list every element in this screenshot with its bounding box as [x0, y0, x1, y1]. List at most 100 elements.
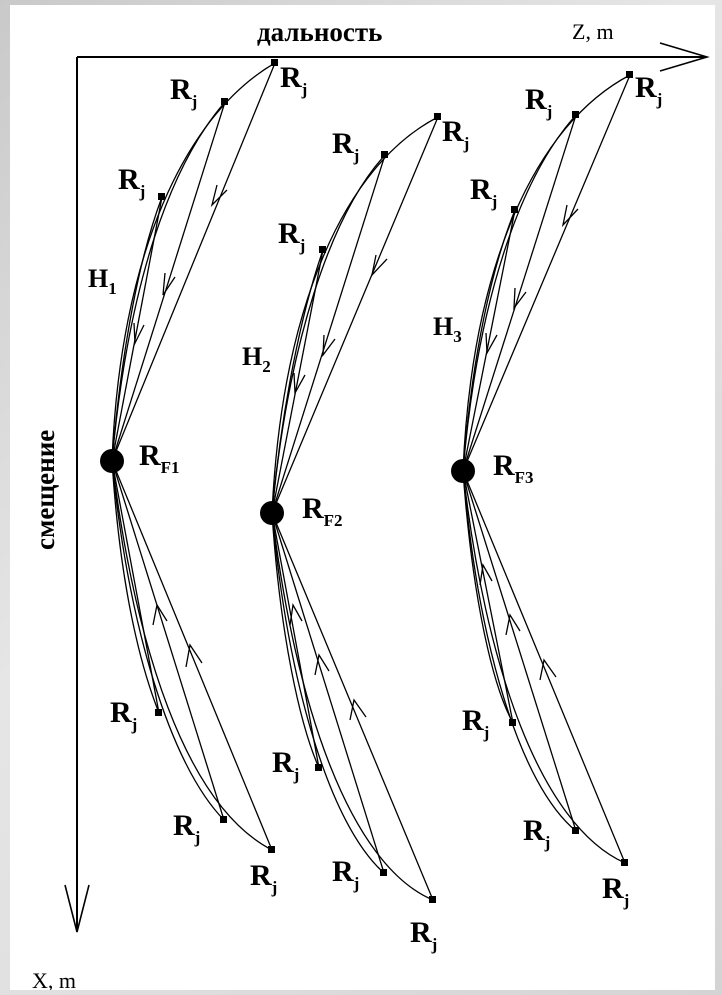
receiver-point [381, 151, 388, 158]
diagram-svg: дальность Z, m смещение X, m [30, 17, 710, 993]
receiver-label: Rj [525, 83, 552, 121]
ray-g3-upper-straight-1 [462, 74, 631, 472]
x-axis-unit: Z, m [572, 19, 614, 44]
ray-g1-lower-outer [111, 460, 273, 851]
ray-g3-upper-mid [462, 114, 577, 472]
ray-g2-upper-straight-3 [271, 249, 324, 514]
ray-g1-lower-straight-3 [111, 460, 160, 714]
ray-g1-lower-straight-2 [111, 460, 225, 821]
ray-group-2 [271, 116, 439, 901]
ray-g2-arrow-2 [322, 334, 336, 358]
receiver-labels: Rj Rj Rj Rj Rj Rj Rj Rj Rj Rj Rj Rj Rj R… [110, 61, 662, 954]
receiver-label: Rj [118, 163, 145, 201]
receiver-point [315, 764, 322, 771]
ray-g3-lower-outer [462, 470, 626, 864]
receiver-label: Rj [332, 127, 359, 165]
receiver-point [429, 896, 436, 903]
ray-group-3 [462, 74, 631, 864]
ray-g2-upper-inner [271, 249, 324, 514]
ray-group-1 [111, 62, 276, 851]
ray-g2-arrow-1 [370, 254, 388, 278]
focus-label-1: RF1 [139, 439, 180, 477]
ray-g3-arrow-5 [505, 613, 521, 636]
ray-g3-arrow-3 [485, 332, 498, 356]
ray-g2-lower-outer [271, 512, 434, 901]
ray-g3-arrow-4 [539, 658, 557, 681]
receiver-point [271, 59, 278, 66]
ray-g3-arrow-2 [513, 287, 527, 311]
focus-point-3 [451, 459, 475, 483]
ray-g1-lower-inner [111, 460, 160, 714]
ray-g2-upper-straight-2 [271, 154, 386, 514]
receiver-point [434, 113, 441, 120]
ray-g3-lower-straight-2 [462, 470, 577, 832]
receiver-label: Rj [110, 696, 137, 734]
focus-point-1 [100, 449, 124, 473]
ray-g3-upper-straight-3 [462, 209, 516, 472]
receiver-point [509, 719, 516, 726]
ray-g1-lower-straight-1 [111, 460, 273, 851]
ray-g1-arrow-4 [185, 643, 203, 668]
ray-g1-arrow-1 [210, 184, 228, 208]
receiver-point [380, 869, 387, 876]
vertical-axis-arrowhead [64, 884, 90, 933]
receiver-point [158, 193, 165, 200]
receiver-point [155, 709, 162, 716]
ray-g2-arrow-4 [349, 698, 367, 721]
focus-label-3: RF3 [493, 449, 534, 487]
receiver-point [319, 246, 326, 253]
receiver-point [220, 816, 227, 823]
ray-g3-lower-inner [462, 470, 514, 724]
ray-g3-lower-straight-1 [462, 470, 626, 864]
y-axis-title: смещение [30, 430, 60, 550]
ray-g3-upper-straight-2 [462, 114, 577, 472]
h-label-3: H3 [433, 312, 462, 346]
focus-labels: RF1 RF2 RF3 [139, 439, 534, 530]
diagram-canvas: дальность Z, m смещение X, m [10, 5, 715, 993]
receiver-label: Rj [462, 704, 489, 742]
receiver-label: Rj [272, 746, 299, 784]
x-axis-title: дальность [257, 17, 382, 47]
receiver-label: Rj [602, 872, 629, 910]
receiver-point [511, 206, 518, 213]
ray-g2-lower-straight-3 [271, 512, 320, 769]
ray-g2-lower-inner [271, 512, 320, 769]
receiver-label: Rj [173, 809, 200, 847]
ray-g3-arrow-6 [479, 563, 493, 586]
receiver-label: Rj [280, 61, 307, 99]
h-label-1: H1 [88, 264, 117, 298]
y-axis-unit: X, m [32, 968, 76, 990]
receiver-label: Rj [442, 115, 469, 153]
ray-g3-upper-inner [462, 209, 516, 472]
ray-g2-lower-straight-2 [271, 512, 385, 874]
receiver-point [621, 859, 628, 866]
receiver-label: Rj [410, 916, 437, 954]
ray-g2-upper-outer [271, 116, 439, 514]
ray-g2-arrow-6 [289, 603, 303, 626]
ray-g1-arrow-3 [133, 322, 145, 346]
h-label-2: H2 [242, 342, 271, 376]
h-labels: H1 H2 H3 [88, 264, 462, 376]
ray-g2-arrow-3 [293, 372, 306, 396]
receiver-point [221, 98, 228, 105]
axes: дальность Z, m смещение X, m [30, 17, 710, 993]
ray-g3-lower-mid [462, 470, 577, 832]
ray-g1-arrow-5 [152, 603, 168, 626]
ray-g3-lower-straight-3 [462, 470, 514, 724]
receiver-point [572, 827, 579, 834]
receiver-point [572, 111, 579, 118]
ray-g2-upper-straight-1 [271, 116, 439, 514]
ray-g2-arrow-5 [314, 653, 330, 676]
ray-g1-upper-straight-1 [111, 62, 276, 462]
ray-g1-upper-outer [111, 62, 276, 462]
receiver-label: Rj [332, 855, 359, 893]
receiver-label: Rj [250, 859, 277, 897]
ray-g1-upper-straight-3 [111, 196, 163, 462]
ray-g1-upper-inner [111, 196, 163, 462]
ray-g1-arrow-2 [162, 272, 176, 296]
receiver-label: Rj [523, 814, 550, 852]
receiver-label: Rj [635, 71, 662, 109]
receiver-point [626, 71, 633, 78]
focus-label-2: RF2 [302, 492, 343, 530]
ray-g3-arrow-1 [561, 204, 579, 228]
